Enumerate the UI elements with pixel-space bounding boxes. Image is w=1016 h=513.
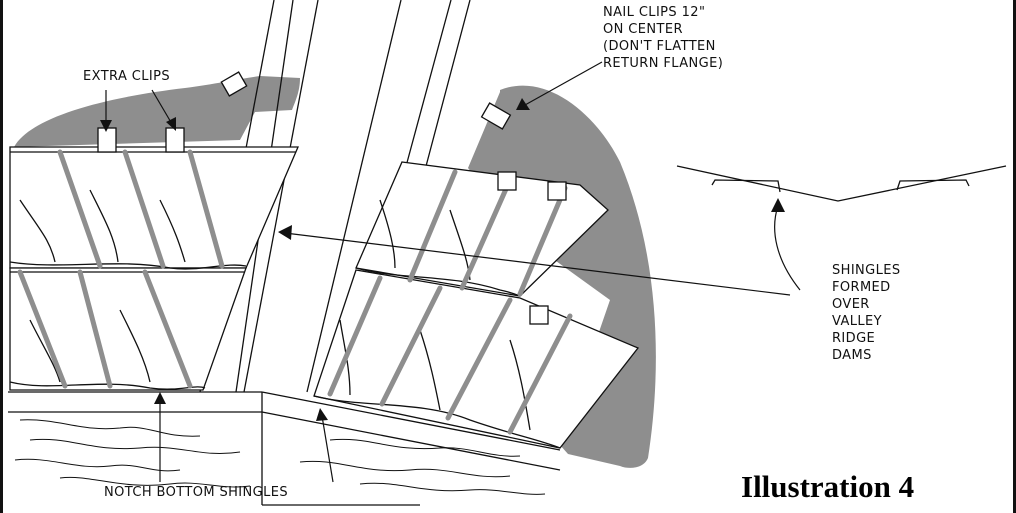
illustration-title: Illustration 4 [741, 469, 915, 504]
left-shingle-rows [9, 146, 299, 391]
nail-clips-line-3: (DON'T FLATTEN [603, 39, 716, 54]
right-shingle-rows [313, 161, 640, 449]
shingles-formed-label: SHINGLES FORMED OVER VALLEY RIDGE DAMS [832, 262, 901, 364]
nail-clips-line-4: RETURN FLANGE) [603, 56, 724, 71]
shingles-formed-line-1: SHINGLES [832, 263, 901, 278]
shingles-formed-line-5: RIDGE [832, 331, 876, 346]
left-shingle-ribs [17, 149, 225, 389]
valley-ridge-dam-inset [676, 165, 1007, 202]
nail-clips-line-1: NAIL CLIPS 12" [603, 5, 706, 20]
shingles-formed-line-6: DAMS [832, 348, 872, 363]
clips [97, 71, 567, 325]
arrow-heads [100, 98, 785, 421]
notch-bottom-shingles-label: NOTCH BOTTOM SHINGLES [104, 485, 289, 500]
fascia-wood-grain [14, 419, 546, 495]
leader-arrows [105, 61, 801, 483]
right-shingle-ribs [327, 169, 573, 435]
nail-clips-line-2: ON CENTER [603, 22, 683, 37]
nail-clips-label: NAIL CLIPS 12" ON CENTER (DON'T FLATTEN … [603, 4, 723, 72]
shingles-formed-line-4: VALLEY [832, 314, 882, 329]
extra-clips-label: EXTRA CLIPS [83, 69, 171, 84]
shingles-formed-line-3: OVER [832, 297, 870, 312]
shingles-formed-line-2: FORMED [832, 280, 891, 295]
